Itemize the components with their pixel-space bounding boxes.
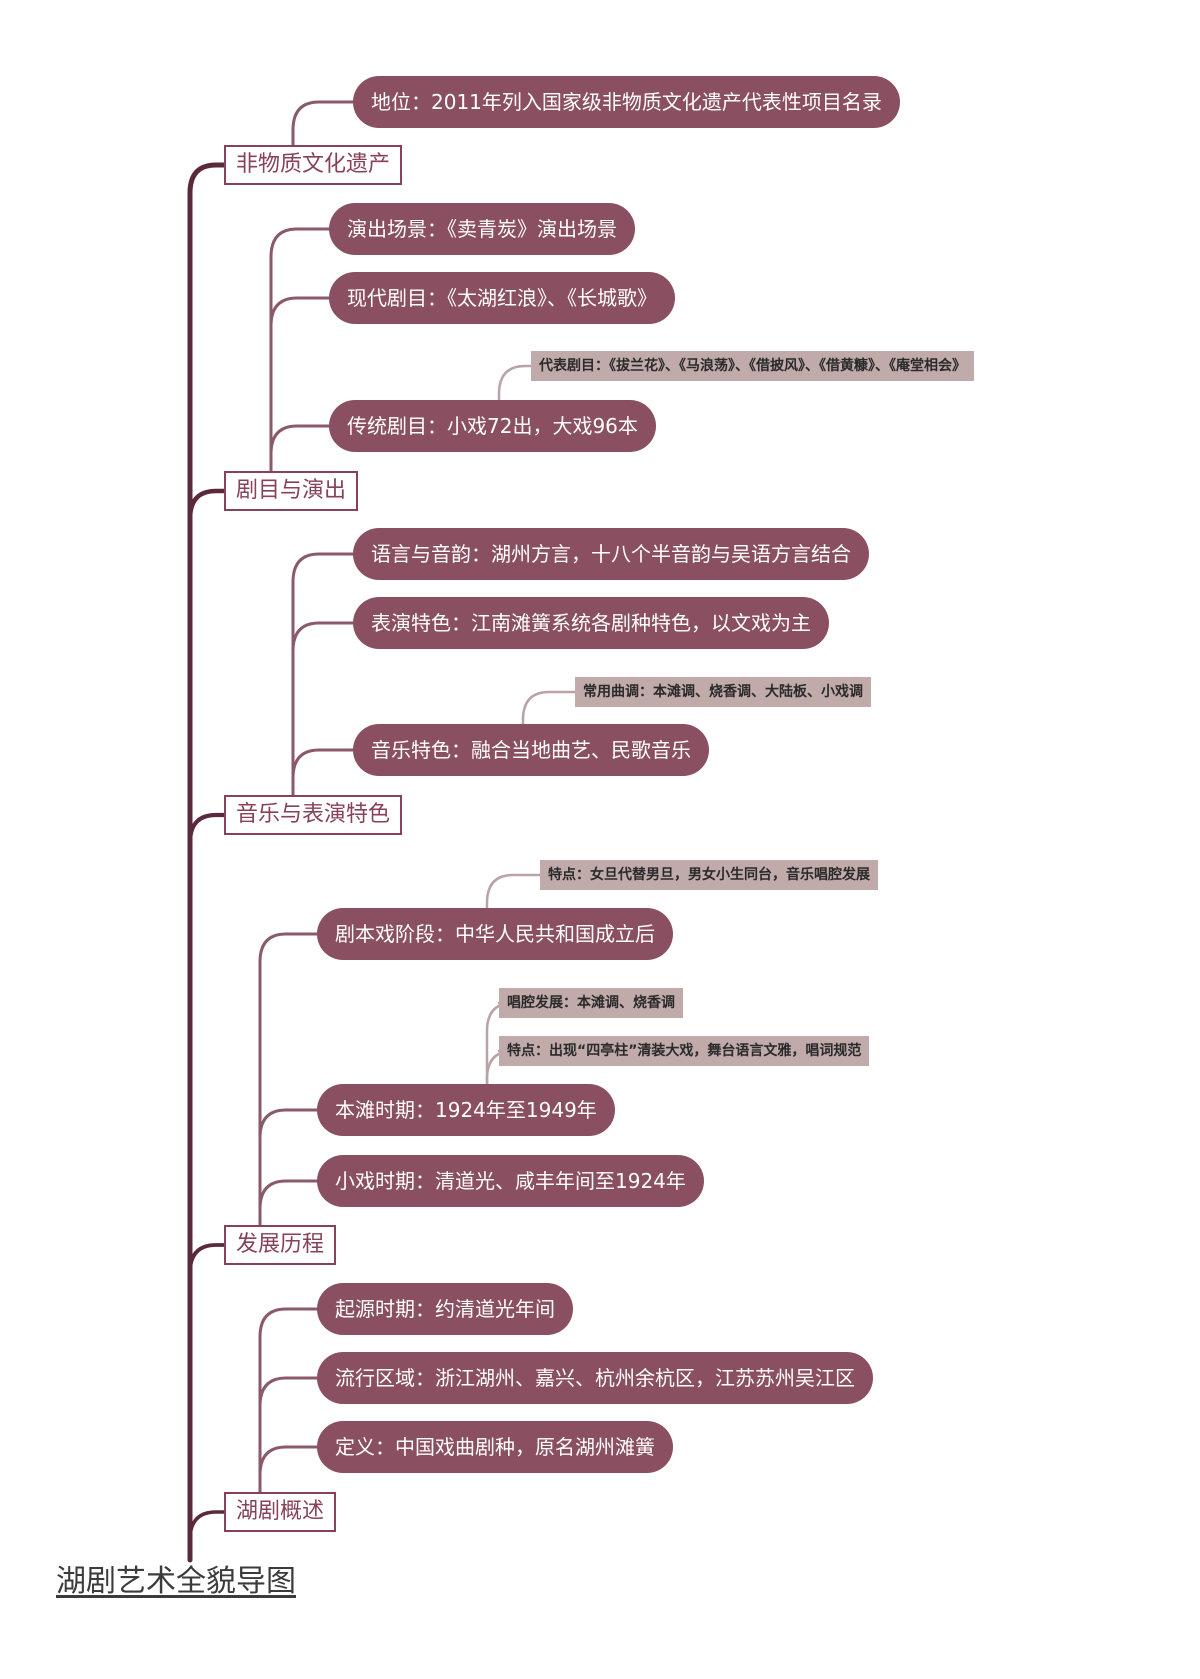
leaf-definition[interactable]: 定义：中国戏曲剧种，原名湖州滩簧: [317, 1421, 673, 1473]
branch-link-leaf-performance-feature: [291, 621, 355, 797]
root-title[interactable]: 湖剧艺术全貌导图: [56, 1564, 296, 1599]
branch-link-leaf-script-stage: [258, 932, 319, 1227]
leaf-heritage-status[interactable]: 地位：2011年列入国家级非物质文化遗产代表性项目名录: [353, 76, 900, 128]
leaf-small-play-period[interactable]: 小戏时期：清道光、咸丰年间至1924年: [317, 1155, 704, 1207]
trunk-link-1: [187, 488, 227, 1563]
leaf-modern-repertoire[interactable]: 现代剧目：《太湖红浪》、《长城歌》: [329, 272, 675, 324]
branch-link-leaf-origin-period: [258, 1307, 319, 1494]
leaf-language-rhyme[interactable]: 语言与音韵：湖州方言，十八个半音韵与吴语方言结合: [353, 528, 869, 580]
trunk-link-2: [187, 812, 227, 1563]
note-script-stage-feature[interactable]: 特点：女旦代替男旦，男女小生同台，音乐唱腔发展: [540, 860, 878, 890]
topic-history[interactable]: 发展历程: [224, 1225, 337, 1265]
note-singing-development[interactable]: 唱腔发展：本滩调、烧香调: [499, 988, 683, 1018]
trunk-link-0: [187, 162, 227, 1563]
note-common-tunes[interactable]: 常用曲调：本滩调、烧香调、大陆板、小戏调: [575, 677, 871, 707]
trunk-link-4: [188, 1510, 226, 1562]
branch-link-leaf-small-play-period: [258, 1179, 319, 1227]
note-bentan-feature[interactable]: 特点：出现“四亭柱”清装大戏，舞台语言文雅，唱词规范: [499, 1036, 870, 1066]
branch-link-leaf-popular-region: [258, 1376, 319, 1494]
branch-link-leaf-music-feature: [291, 748, 355, 797]
note-link-note-representative-plays: [497, 364, 533, 402]
branch-link-leaf-bentan-period: [258, 1108, 319, 1227]
branch-link-leaf-traditional-repertoire: [269, 424, 331, 473]
topic-music-performance[interactable]: 音乐与表演特色: [224, 795, 403, 835]
leaf-performance-feature[interactable]: 表演特色：江南滩簧系统各剧种特色，以文戏为主: [353, 597, 829, 649]
note-link-note-common-tunes: [521, 690, 577, 726]
topic-repertoire[interactable]: 剧目与演出: [224, 471, 359, 511]
branch-link-leaf-definition: [258, 1445, 319, 1494]
leaf-performance-scene[interactable]: 演出场景：《卖青炭》演出场景: [329, 203, 635, 255]
leaf-popular-region[interactable]: 流行区域：浙江湖州、嘉兴、杭州余杭区，江苏苏州吴江区: [317, 1352, 873, 1404]
leaf-bentan-period[interactable]: 本滩时期：1924年至1949年: [317, 1084, 615, 1136]
trunk-link-3: [188, 1243, 226, 1562]
branch-link-leaf-language-rhyme: [291, 552, 355, 797]
note-link-note-script-stage-feature: [485, 873, 542, 910]
topic-overview[interactable]: 湖剧概述: [224, 1492, 337, 1532]
topic-heritage[interactable]: 非物质文化遗产: [224, 145, 403, 185]
leaf-music-feature[interactable]: 音乐特色：融合当地曲艺、民歌音乐: [353, 724, 709, 776]
leaf-traditional-repertoire[interactable]: 传统剧目：小戏72出，大戏96本: [329, 400, 656, 452]
branch-link-leaf-heritage-status: [291, 100, 355, 147]
branch-link-leaf-performance-scene: [269, 227, 331, 473]
leaf-script-stage[interactable]: 剧本戏阶段：中华人民共和国成立后: [317, 908, 673, 960]
leaf-origin-period[interactable]: 起源时期：约清道光年间: [317, 1283, 573, 1335]
branch-link-leaf-modern-repertoire: [269, 296, 331, 473]
note-representative-plays[interactable]: 代表剧目：《拔兰花》、《马浪荡》、《借披风》、《借黄糠》、《庵堂相会》: [531, 351, 974, 381]
